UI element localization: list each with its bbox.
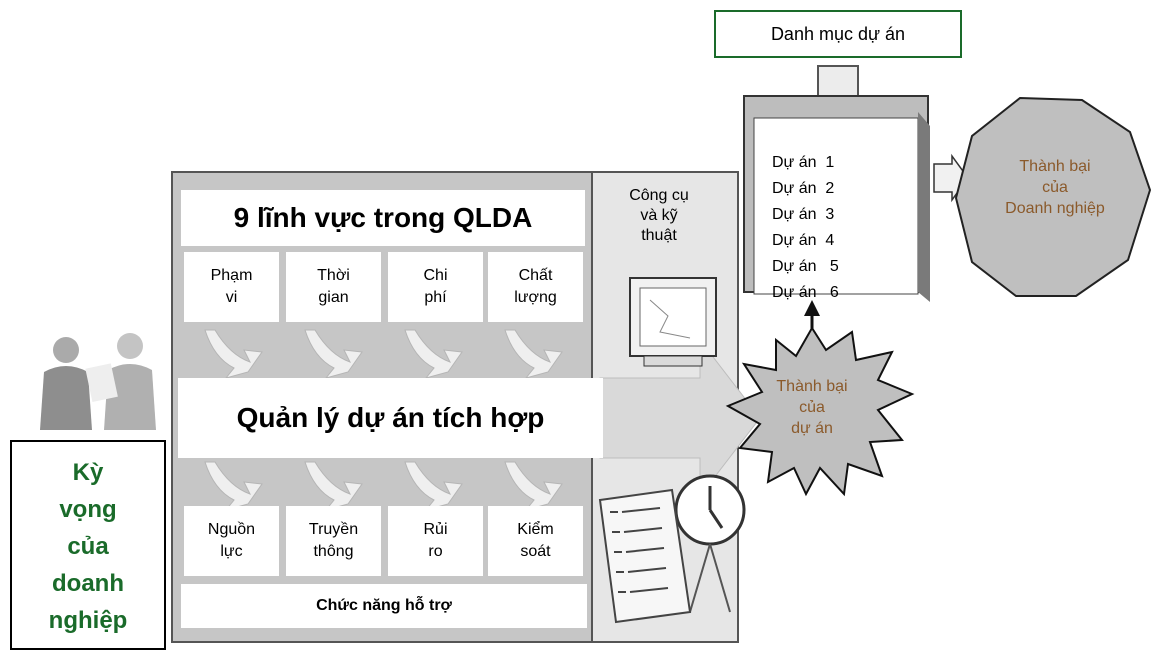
enterprise-success-line-3: Doanh nghiệp [1005, 200, 1105, 217]
tools-line-3: thuật [641, 227, 677, 244]
project-item: Dự án 1 [772, 154, 835, 171]
tools-line-1: Công cụ [629, 187, 689, 204]
area-communication-line-1: Truyền [308, 521, 359, 538]
monitor-icon [629, 277, 717, 367]
area-time: Thời gian [286, 252, 381, 322]
area-quality-line-2: lượng [514, 289, 557, 306]
enterprise-success-line-2: của [1042, 179, 1068, 196]
project-success-line-3: dự án [791, 420, 833, 437]
area-time-line-1: Thời [317, 267, 350, 284]
area-scope-line-1: Phạm [210, 267, 253, 284]
project-item: Dự án 5 [772, 258, 839, 275]
area-control: Kiểm soát [488, 506, 583, 576]
integration-management-label: Quản lý dự án tích hợp [178, 378, 603, 458]
area-risk-line-1: Rủi [423, 521, 448, 538]
expectation-line-3: của [67, 533, 109, 560]
upper-arrows [204, 329, 563, 379]
area-cost-line-2: phí [424, 289, 447, 306]
project-success-line-1: Thành bại [776, 378, 848, 395]
expectation-line-5: nghiệp [48, 607, 128, 634]
enterprise-success-shape [954, 96, 1152, 297]
area-communication: Truyền thông [286, 506, 381, 576]
area-time-line-2: gian [318, 289, 349, 306]
stakeholders-image [40, 333, 156, 430]
area-resources-line-2: lực [220, 543, 243, 560]
area-resources-line-1: Nguồn [207, 521, 256, 538]
expectation-line-4: doanh [52, 570, 124, 597]
expectation-line-2: vọng [59, 496, 117, 523]
area-cost: Chi phí [388, 252, 483, 322]
enterprise-success-text: Thành bại của Doanh nghiệp [966, 156, 1144, 219]
area-control-line-2: soát [520, 543, 551, 560]
area-scope: Phạm vi [184, 252, 279, 322]
project-item: Dự án 2 [772, 180, 835, 197]
area-quality-line-1: Chất [518, 267, 553, 284]
expectation-line-1: Kỳ [72, 459, 104, 486]
area-control-line-1: Kiểm [517, 521, 554, 538]
project-success-text: Thành bại của dự án [752, 376, 872, 439]
project-to-portfolio-arrowhead [804, 300, 820, 316]
portfolio-title: Danh mục dự án [714, 10, 962, 58]
tools-and-techniques-label: Công cụ và kỹ thuật [600, 186, 718, 246]
project-item: Dự án 6 [772, 284, 839, 301]
integration-arrow [599, 338, 761, 498]
enterprise-expectation-box: Kỳ vọng của doanh nghiệp [10, 440, 166, 650]
project-item: Dự án 4 [772, 232, 835, 249]
area-scope-line-2: vi [225, 289, 238, 306]
area-risk-line-2: ro [428, 543, 443, 560]
checklist-icon [598, 488, 692, 624]
area-resources: Nguồn lực [184, 506, 279, 576]
project-success-line-2: của [799, 399, 825, 416]
project-list: Dự án 1 Dự án 2 Dự án 3 Dự án 4 Dự án 5 … [772, 150, 839, 306]
area-risk: Rủi ro [388, 506, 483, 576]
project-item: Dự án 3 [772, 206, 835, 223]
portfolio-clipboard [743, 65, 930, 302]
support-functions-label: Chức năng hỗ trợ [181, 584, 587, 628]
enterprise-expectation-text: Kỳ vọng của doanh nghiệp [12, 454, 164, 639]
clock-icon [674, 474, 746, 613]
area-cost-line-1: Chi [423, 267, 448, 284]
tools-line-2: và kỹ [640, 207, 678, 224]
area-quality: Chất lượng [488, 252, 583, 322]
lower-arrows [204, 461, 563, 511]
area-communication-line-2: thông [313, 543, 354, 560]
project-success-starburst [725, 326, 915, 497]
knowledge-areas-title: 9 lĩnh vực trong QLDA [181, 190, 585, 246]
enterprise-success-line-1: Thành bại [1019, 158, 1091, 175]
